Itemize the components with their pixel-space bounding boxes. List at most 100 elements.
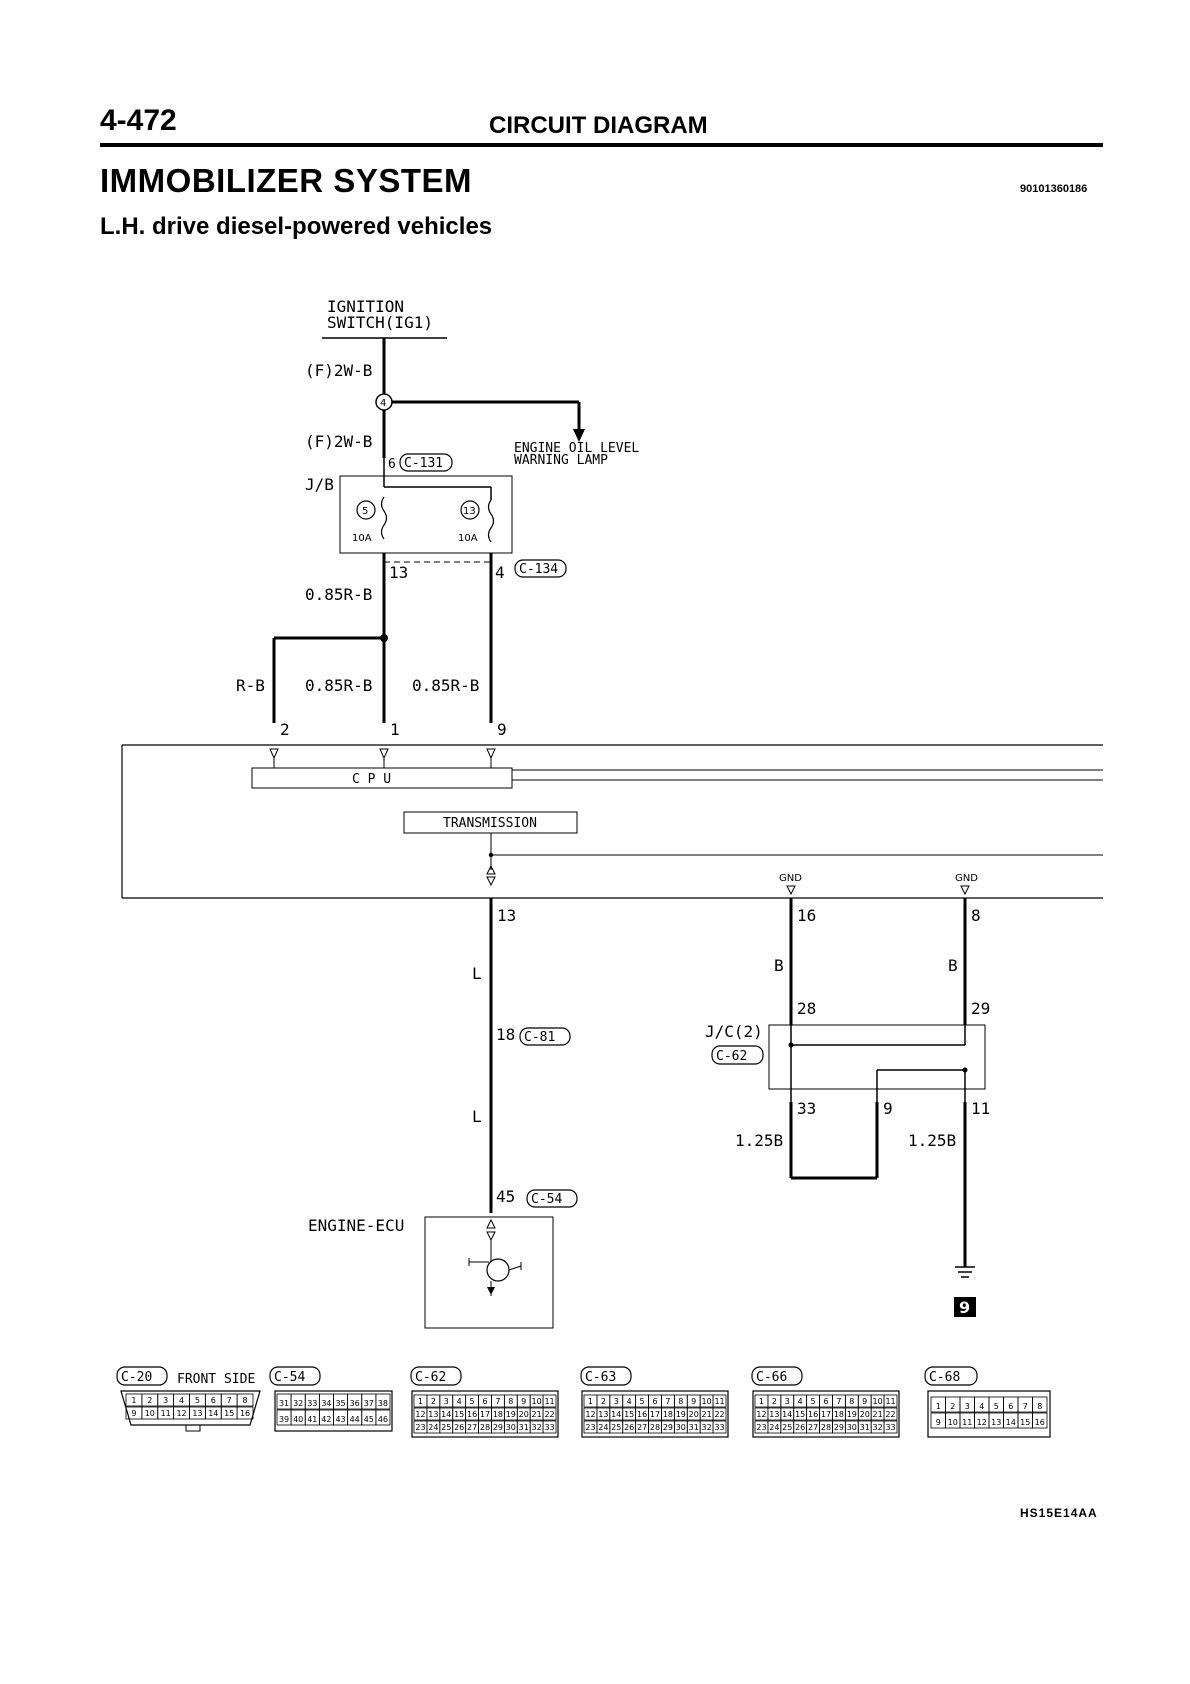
connector-pin-number: 39 [279,1415,289,1424]
fuse-5-number: 5 [362,506,368,517]
immobilizer-pin-9: 9 [497,720,507,739]
connector-pin-number: 6 [211,1396,216,1405]
cpu-label: C P U [352,772,391,787]
immobilizer-pin-13: 13 [497,906,516,925]
terminal-arrow-icon [269,748,279,760]
connector-pin-number: 1 [418,1397,423,1406]
connector-pin-number: 25 [611,1423,621,1432]
junction-dot [962,1067,968,1073]
jc-label: J/C(2) [705,1022,763,1041]
connector-pin-number: 10 [532,1397,542,1406]
fuse-5-badge [356,500,376,520]
connector-pin-number: 2 [431,1397,436,1406]
engine-ecu-label: ENGINE-ECU [308,1216,404,1235]
connector-pin-number: 30 [506,1423,516,1432]
figure-id: HS15E14AA [1020,1506,1098,1520]
connector-pin-number: 4 [798,1397,803,1406]
terminal-arrow-icon [486,876,496,887]
connector-pin-number: 41 [307,1415,317,1424]
connector-pin-number: 11 [885,1397,895,1406]
connector-pin-number: 18 [834,1410,844,1419]
terminal-arrow-icon [486,864,496,875]
connector-pin-number: 9 [131,1409,136,1418]
connector-pin-number: 24 [428,1423,438,1432]
connector-pin-number: 2 [601,1397,606,1406]
connector-pin-number: 45 [364,1415,374,1424]
connector-pin-number: 3 [785,1397,790,1406]
connector-pin-cell [883,1420,898,1434]
connector-pin-cell [375,1409,391,1426]
connector-pin-number: 15 [1020,1418,1030,1427]
connector-pin-number: 16 [637,1410,647,1419]
connector-pin-number: 28 [650,1423,660,1432]
connector-pin-number: 10 [702,1397,712,1406]
connector-pin-number: 34 [321,1399,331,1408]
ground-number: 9 [959,1298,970,1317]
gnd-pin-16: 16 [797,906,816,925]
connector-pin-number: 14 [1006,1418,1016,1427]
connector-pin-number: 1 [759,1397,764,1406]
wire-label-f2wb-top: (F)2W-B [305,361,372,380]
connector-pin-number: 43 [335,1415,345,1424]
connector-pin-number: 9 [521,1397,526,1406]
connector-pin-number: 5 [195,1396,200,1405]
jc-pin-33: 33 [797,1099,816,1118]
immobilizer-pin-1: 1 [390,720,400,739]
connector-pin-number: 1 [936,1402,941,1411]
connector-pin-number: 12 [415,1410,425,1419]
connector-tag-c20 [116,1366,168,1386]
connector-tag-c81 [519,1027,571,1046]
junction-block [339,475,513,554]
connector-pin-number: 31 [689,1423,699,1432]
connector-pin-number: 15 [624,1410,634,1419]
connector-pin-number: 16 [808,1410,818,1419]
connector-pin-number: 14 [441,1410,451,1419]
connector-pin-number: 7 [665,1397,670,1406]
connector-pin-number: 7 [495,1397,500,1406]
gnd-pin-8: 8 [971,906,981,925]
connector-pin-number: 2 [147,1396,152,1405]
fuse-5-icon [380,496,388,540]
jc-pin-9: 9 [883,1099,893,1118]
pin-45: 45 [496,1187,515,1206]
connector-pin-number: 27 [637,1423,647,1432]
jb-pin-4: 4 [495,563,505,582]
wire-label-085rb-center: 0.85R-B [305,676,372,695]
connector-c62-id: C-62 [415,1370,446,1385]
connector-pin-cell [712,1420,727,1434]
connector-pin-number: 16 [1035,1418,1045,1427]
connector-c66-shell [752,1390,900,1438]
cpu-block [251,767,513,789]
connector-pin-number: 10 [145,1409,155,1418]
connector-pin-number: 14 [611,1410,621,1419]
fuse-13-number: 13 [463,506,476,517]
connector-pin-cell [1032,1412,1048,1429]
connector-pin-number: 27 [808,1423,818,1432]
terminal-arrow-icon [486,1218,496,1229]
connector-pin-number: 46 [378,1415,388,1424]
connector-tag-c63 [580,1366,632,1386]
wire-label-l-upper: L [472,964,482,983]
connector-c68-shell [927,1390,1051,1438]
jc-pin-28: 28 [797,999,816,1018]
connector-c63-id: C-63 [585,1370,616,1385]
connector-pin-cell [712,1407,727,1421]
connector-pin-number: 11 [544,1397,554,1406]
ground-number-badge [954,1297,976,1317]
jb-label: J/B [305,475,334,494]
connector-tag-c62-view [410,1366,462,1386]
connector-pin-number: 4 [179,1396,184,1405]
connector-pin-number: 3 [444,1397,449,1406]
connector-pin-cell [236,1393,254,1407]
junction-dot [788,1042,794,1048]
connector-pin-number: 7 [227,1396,232,1405]
connector-pin-number: 21 [532,1410,542,1419]
connector-pin-number: 10 [948,1418,958,1427]
connector-pin-number: 28 [480,1423,490,1432]
connector-pin-number: 31 [860,1423,870,1432]
connector-pin-number: 22 [714,1410,724,1419]
connector-c63-shell [581,1390,729,1438]
